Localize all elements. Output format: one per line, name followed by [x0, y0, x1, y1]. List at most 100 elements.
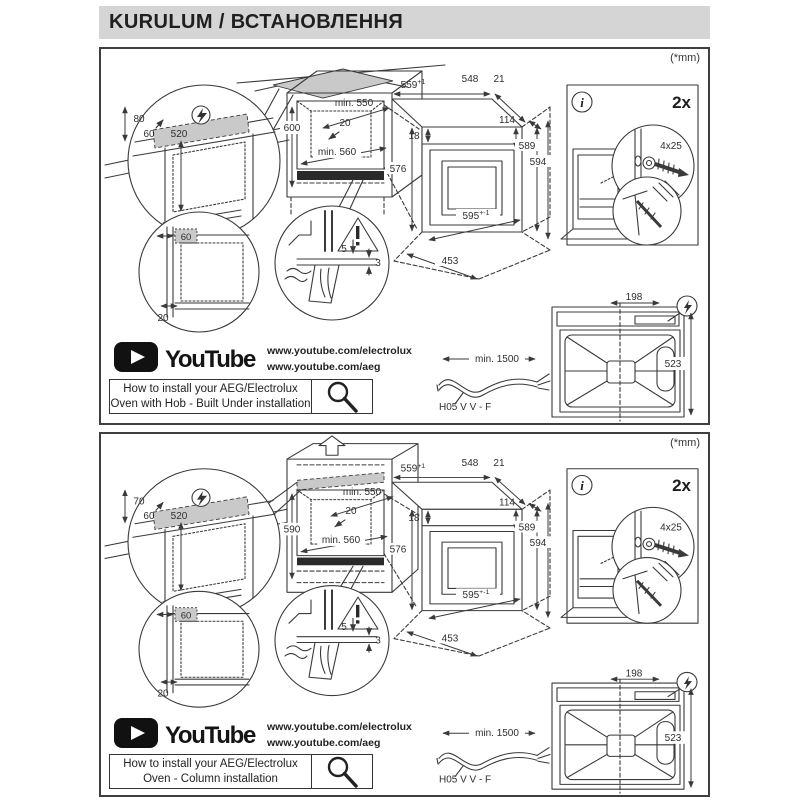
power-zone-detail: 80 60 520	[122, 84, 281, 238]
dim-power-height: 70	[133, 497, 145, 508]
dim-oven-panel-height: 114	[499, 498, 515, 509]
search-text-line2: Oven - Column installation	[143, 772, 278, 785]
dim-oven-width: 559+1	[401, 463, 426, 475]
dim-niche-height: 600	[284, 123, 301, 134]
search-text: How to install your AEG/Electrolux Oven …	[110, 380, 312, 413]
dim-power-width: 520	[171, 129, 188, 140]
power-cable: min. 1500 H05 V V - F	[436, 726, 551, 786]
kit-screw-size: 4x25	[660, 523, 682, 534]
search-text-line1: How to install your AEG/Electrolux	[123, 383, 298, 396]
mounting-kit: i 2x 4x25	[560, 84, 699, 246]
dim-oven-depth: 453	[442, 634, 459, 645]
dim-oven-height-b: 594	[530, 538, 547, 549]
column-cabinet: 590 min. 550 20 min. 560	[262, 435, 420, 609]
dim-oven-front-width: 595+-1	[463, 589, 490, 601]
unit-note: (*mm)	[670, 437, 700, 449]
dim-oven-top-clear: 18	[408, 513, 420, 524]
dim-oven-width: 559+1	[401, 79, 426, 91]
youtube-logo-icon	[113, 717, 159, 754]
dim-back-width: 198	[626, 292, 643, 303]
dim-oven-handle: 21	[493, 458, 504, 469]
screw-icon	[654, 543, 680, 555]
dim-niche-width: min. 560	[318, 147, 357, 158]
search-text: How to install your AEG/Electrolux Oven …	[110, 755, 312, 788]
dim-niche-depth: min. 550	[343, 487, 382, 498]
oven-back-view: 198 523	[551, 291, 698, 422]
youtube-row: YouTube www.youtube.com/electrolux www.y…	[113, 717, 412, 754]
youtube-row: YouTube www.youtube.com/electrolux www.y…	[113, 341, 412, 378]
cable-type: H05 V V - F	[439, 402, 491, 413]
oven-drawing: 559+1 548 21 18 114 589 594 576	[385, 74, 551, 280]
dim-oven-panel-height: 114	[499, 115, 515, 126]
youtube-wordmark: YouTube	[165, 345, 256, 373]
dim-oven-depth: 453	[442, 256, 459, 267]
info-icon-letter: i	[580, 479, 584, 493]
dim-power-offset: 60	[143, 129, 155, 140]
dim-corner-plinth: 20	[157, 689, 169, 700]
hob-cutout	[254, 68, 408, 131]
page-title: KURULUM / ВСТАНОВЛЕННЯ	[99, 6, 710, 39]
dim-power-width: 520	[171, 511, 188, 522]
dim-oven-height-c: 576	[390, 545, 407, 556]
gap-detail: 5 3	[274, 205, 390, 321]
cable-type: H05 V V - F	[439, 775, 491, 786]
cabinet-niche: 600 min. 550 20 min. 560	[280, 70, 423, 230]
video-search-box: How to install your AEG/Electrolux Oven …	[109, 754, 373, 789]
dim-panel-gap: 3	[375, 636, 381, 647]
corner-detail: 60 20	[138, 211, 260, 333]
info-icon	[571, 474, 593, 496]
dim-oven-body-depth: 548	[462, 458, 479, 469]
panel-built-under: (*mm)	[99, 47, 710, 425]
youtube-wordmark: YouTube	[165, 721, 256, 749]
dim-corner-plinth: 20	[157, 313, 169, 324]
dim-back-width: 198	[626, 668, 643, 679]
dim-niche-vent: 20	[345, 506, 357, 517]
mounting-kit: i 2x 4x25	[560, 468, 699, 624]
youtube-url-electrolux: www.youtube.com/electrolux	[267, 345, 412, 358]
kit-count: 2x	[672, 476, 692, 495]
dim-niche-width: min. 560	[322, 535, 361, 546]
screw-icon	[654, 162, 680, 174]
dim-corner-inset: 60	[181, 232, 192, 243]
up-arrow-icon	[318, 435, 346, 456]
panel-column: (*mm)	[99, 432, 710, 797]
cable-length: min. 1500	[475, 728, 519, 739]
info-icon	[571, 91, 593, 113]
dim-power-height: 80	[133, 114, 145, 125]
dim-oven-body-depth: 548	[462, 74, 479, 85]
oven-drawing: 559+1 548 21 18 114 589 594 576	[385, 458, 551, 657]
kit-count: 2x	[672, 93, 691, 112]
dim-back-height: 523	[665, 359, 682, 370]
youtube-urls: www.youtube.com/electrolux www.youtube.c…	[267, 720, 412, 750]
oven-back-view: 198 523	[551, 667, 698, 794]
youtube-logo-icon	[113, 341, 159, 378]
magnifier-icon	[312, 755, 372, 788]
unit-note: (*mm)	[670, 52, 700, 64]
search-text-line1: How to install your AEG/Electrolux	[123, 758, 298, 771]
dim-back-height: 523	[665, 733, 682, 744]
dim-oven-front-width: 595+-1	[463, 210, 490, 222]
cable-length: min. 1500	[475, 354, 519, 365]
search-text-line2: Oven with Hob - Built Under installation	[110, 397, 311, 410]
installation-diagram-column: 590 min. 550 20 min. 560 70	[104, 435, 699, 794]
youtube-url-aeg: www.youtube.com/aeg	[267, 736, 381, 749]
dim-oven-handle: 21	[493, 74, 505, 85]
info-icon-letter: i	[580, 95, 584, 110]
dim-oven-height-a: 589	[519, 141, 536, 152]
power-zone-detail: 70 60 520	[122, 468, 281, 616]
power-bolt-icon	[197, 490, 207, 507]
dim-oven-height-c: 576	[390, 164, 407, 175]
dim-plinth-gap: 5	[341, 244, 347, 255]
youtube-urls: www.youtube.com/electrolux www.youtube.c…	[267, 344, 412, 374]
dim-power-offset: 60	[143, 511, 155, 522]
power-bolt-icon	[197, 108, 207, 124]
dim-oven-top-clear: 18	[408, 131, 420, 142]
dim-niche-vent: 20	[339, 118, 351, 129]
youtube-url-aeg: www.youtube.com/aeg	[267, 360, 381, 373]
dim-niche-depth: min. 550	[335, 98, 374, 109]
kit-screw-size: 4x25	[660, 141, 682, 152]
dim-panel-gap: 3	[375, 258, 381, 269]
magnifier-icon	[312, 380, 372, 413]
corner-detail: 60 20	[138, 590, 260, 708]
